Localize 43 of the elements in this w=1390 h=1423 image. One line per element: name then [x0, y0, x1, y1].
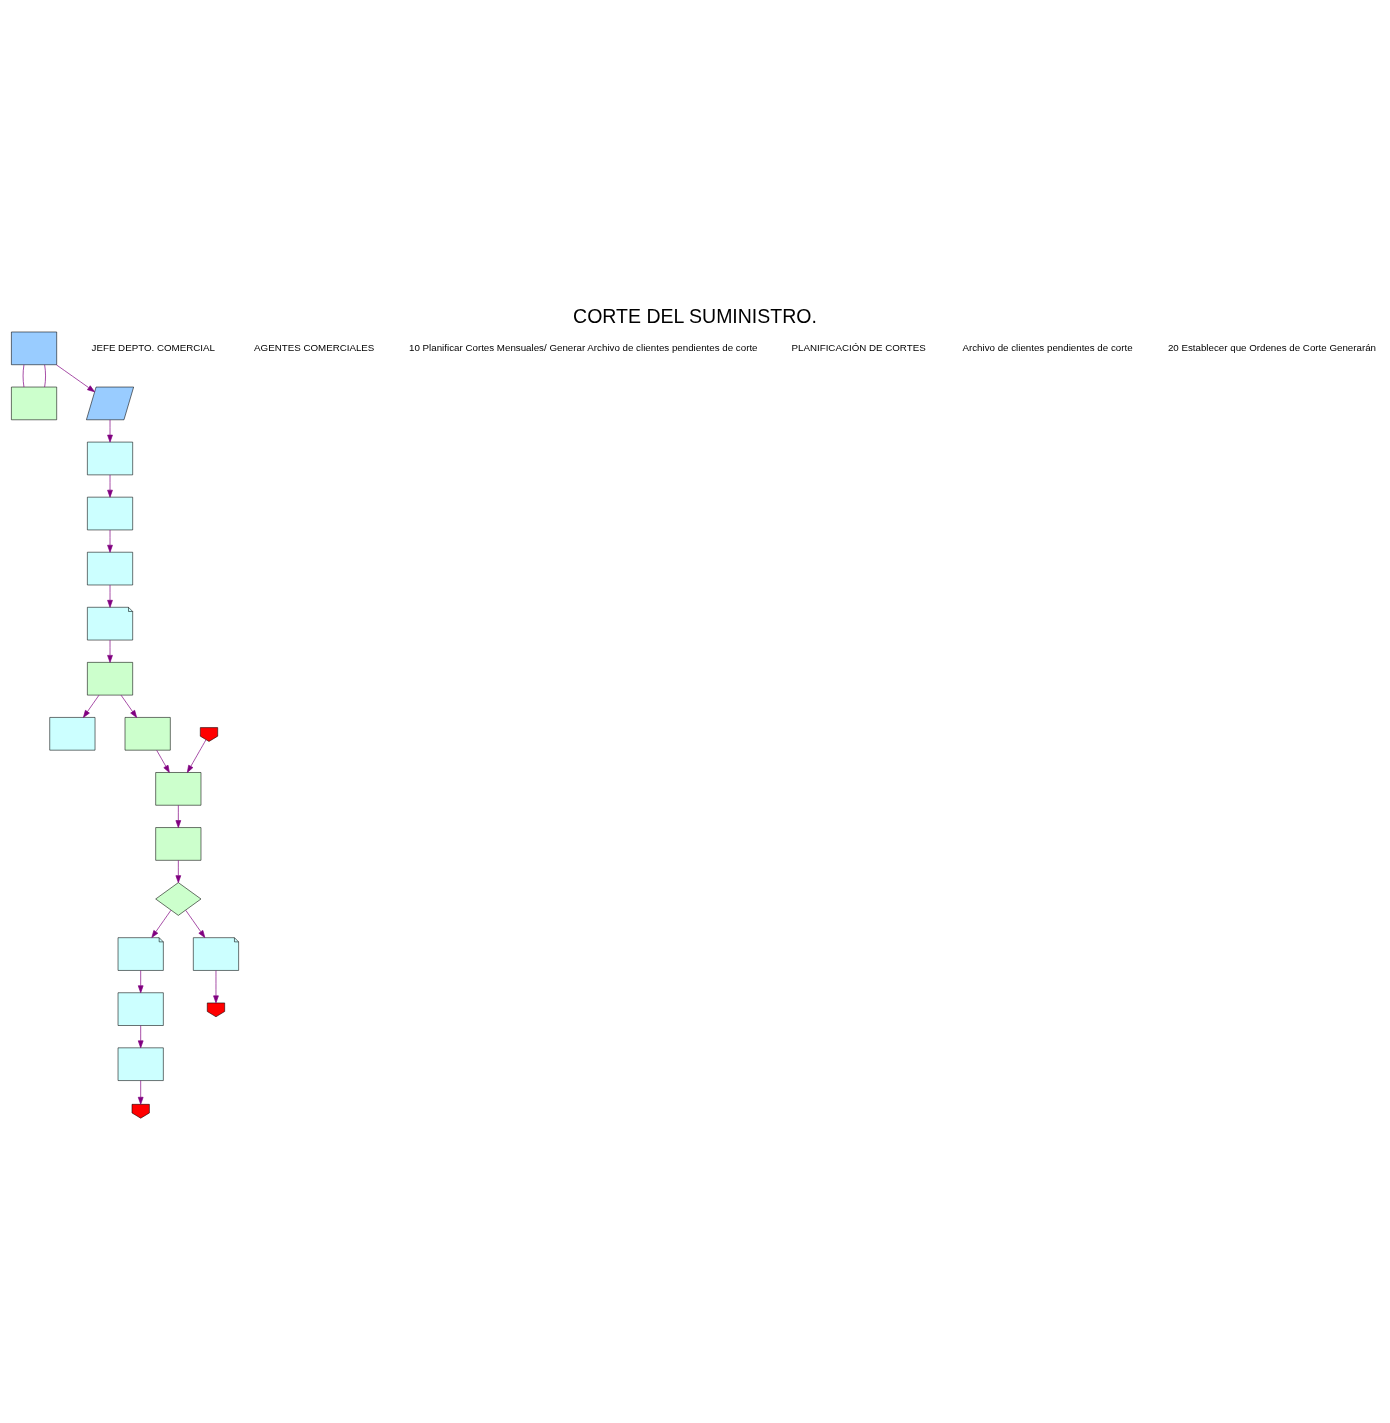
connector [44, 364, 46, 388]
node-box [87, 496, 133, 531]
node-box [49, 717, 96, 751]
arrow [107, 639, 113, 663]
node-box [11, 331, 57, 365]
arrow [175, 860, 182, 883]
arrow [151, 909, 172, 938]
node-diamond [155, 882, 202, 916]
connector [22, 364, 25, 388]
arrow [107, 529, 113, 553]
label: 10 Planificar Cortes Mensuales/ Generar Archivo de clientes pendientes de corte [409, 341, 758, 353]
arrow [120, 694, 137, 718]
arrow [107, 584, 113, 608]
node-box [117, 992, 164, 1026]
arrow [83, 694, 100, 718]
node-box [155, 827, 202, 861]
label: Archivo de clientes pendientes de corte [962, 341, 1133, 353]
label: AGENTES COMERCIALES [254, 341, 375, 353]
node-pentagon [200, 727, 218, 742]
arrow [175, 805, 182, 828]
label: PLANIFICACIÓN DE CORTES [791, 341, 926, 353]
arrow [56, 364, 95, 393]
arrow [186, 739, 207, 773]
node-box [87, 441, 133, 476]
node-box [11, 386, 57, 421]
label: 20 Establecer que Ordenes de Corte Generarán [1167, 341, 1377, 353]
label: JEFE DEPTO. COMERCIAL [91, 341, 215, 353]
arrow [107, 419, 113, 443]
arrow [185, 909, 206, 938]
node-pentagon [131, 1104, 150, 1119]
node-box [124, 717, 171, 751]
arrow [213, 970, 219, 1004]
node-pentagon [207, 1002, 225, 1018]
arrow [137, 1080, 144, 1105]
arrow [107, 474, 113, 498]
arrow [156, 749, 170, 773]
node-box [87, 551, 133, 586]
node-box [87, 662, 133, 696]
arrow [137, 970, 144, 994]
node-box [155, 772, 202, 806]
node-box [117, 1047, 164, 1081]
diagram-title: CORTE DEL SUMINISTRO. [573, 305, 817, 328]
arrow [137, 1025, 144, 1049]
